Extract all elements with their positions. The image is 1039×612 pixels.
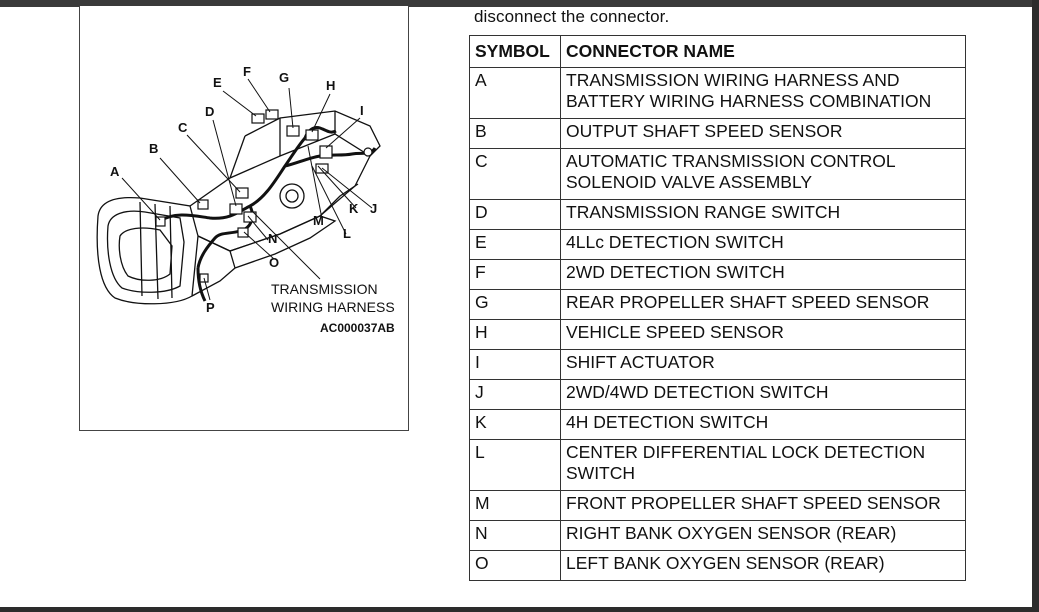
harness-caption-line1: TRANSMISSION xyxy=(271,281,378,297)
symbol-cell: E xyxy=(469,229,561,260)
connector-name-cell: 2WD DETECTION SWITCH xyxy=(560,259,966,290)
table-header-row: SYMBOL CONNECTOR NAME xyxy=(469,35,966,68)
symbol-cell: I xyxy=(469,349,561,380)
transmission-body xyxy=(96,110,381,305)
callout-B: B xyxy=(149,141,158,156)
window-bottom-edge xyxy=(0,607,1039,612)
table-row: H VEHICLE SPEED SENSOR xyxy=(469,319,966,350)
table-row: A TRANSMISSION WIRING HARNESS AND BATTER… xyxy=(469,67,966,119)
window-top-edge xyxy=(0,0,1039,7)
transmission-illustration: A B C D E F G H I J K L M N O P TRANSMIS… xyxy=(96,64,395,335)
connector-table: SYMBOL CONNECTOR NAME A TRANSMISSION WIR… xyxy=(469,35,966,581)
callout-F: F xyxy=(243,64,251,79)
callout-H: H xyxy=(326,78,335,93)
symbol-cell: O xyxy=(469,550,561,581)
symbol-cell: L xyxy=(469,439,561,491)
callout-L: L xyxy=(343,226,351,241)
intro-text: disconnect the connector. xyxy=(474,7,670,26)
callout-M: M xyxy=(313,213,324,228)
table-row: E 4LLc DETECTION SWITCH xyxy=(469,229,966,260)
connector-name-cell: REAR PROPELLER SHAFT SPEED SENSOR xyxy=(560,289,966,320)
symbol-cell: B xyxy=(469,118,561,149)
symbol-cell: H xyxy=(469,319,561,350)
table-row: M FRONT PROPELLER SHAFT SPEED SENSOR xyxy=(469,490,966,521)
connector-name-cell: FRONT PROPELLER SHAFT SPEED SENSOR xyxy=(560,490,966,521)
connector-name-cell: TRANSMISSION RANGE SWITCH xyxy=(560,199,966,230)
window-right-edge xyxy=(1032,0,1039,612)
table-row: B OUTPUT SHAFT SPEED SENSOR xyxy=(469,118,966,149)
table-row: J 2WD/4WD DETECTION SWITCH xyxy=(469,379,966,410)
symbol-cell: K xyxy=(469,409,561,440)
table-row: K 4H DETECTION SWITCH xyxy=(469,409,966,440)
table-row: D TRANSMISSION RANGE SWITCH xyxy=(469,199,966,230)
symbol-cell: M xyxy=(469,490,561,521)
callout-C: C xyxy=(178,120,188,135)
table-row: I SHIFT ACTUATOR xyxy=(469,349,966,380)
connector-name-cell: 4H DETECTION SWITCH xyxy=(560,409,966,440)
figure-code: AC000037AB xyxy=(320,321,395,335)
table-row: G REAR PROPELLER SHAFT SPEED SENSOR xyxy=(469,289,966,320)
symbol-cell: F xyxy=(469,259,561,290)
wiring-harness xyxy=(159,126,377,302)
symbol-cell: D xyxy=(469,199,561,230)
symbol-cell: N xyxy=(469,520,561,551)
connector-name-cell: SHIFT ACTUATOR xyxy=(560,349,966,380)
table-row: C AUTOMATIC TRANSMISSION CONTROL SOLENOI… xyxy=(469,148,966,200)
connector-name-cell: LEFT BANK OXYGEN SENSOR (REAR) xyxy=(560,550,966,581)
callout-O: O xyxy=(269,255,279,270)
callout-labels: A B C D E F G H I J K L M N O P TRANSMIS… xyxy=(110,64,395,335)
callout-K: K xyxy=(349,201,359,216)
callout-D: D xyxy=(205,104,214,119)
table-row: O LEFT BANK OXYGEN SENSOR (REAR) xyxy=(469,550,966,581)
callout-E: E xyxy=(213,75,222,90)
connector-name-column-header: CONNECTOR NAME xyxy=(560,35,966,68)
callout-P: P xyxy=(206,300,215,315)
connector-name-cell: TRANSMISSION WIRING HARNESS AND BATTERY … xyxy=(560,67,966,119)
callout-N: N xyxy=(268,231,277,246)
connector-name-cell: RIGHT BANK OXYGEN SENSOR (REAR) xyxy=(560,520,966,551)
callout-J: J xyxy=(370,201,377,216)
table-row: N RIGHT BANK OXYGEN SENSOR (REAR) xyxy=(469,520,966,551)
transmission-figure: A B C D E F G H I J K L M N O P TRANSMIS… xyxy=(79,6,409,431)
symbol-cell: A xyxy=(469,67,561,119)
callout-A: A xyxy=(110,164,120,179)
symbol-cell: J xyxy=(469,379,561,410)
connector-name-cell: VEHICLE SPEED SENSOR xyxy=(560,319,966,350)
symbol-column-header: SYMBOL xyxy=(469,35,561,68)
callout-G: G xyxy=(279,70,289,85)
connector-name-cell: CENTER DIFFERENTIAL LOCK DETECTION SWITC… xyxy=(560,439,966,491)
table-row: L CENTER DIFFERENTIAL LOCK DETECTION SWI… xyxy=(469,439,966,491)
symbol-cell: C xyxy=(469,148,561,200)
harness-caption-line2: WIRING HARNESS xyxy=(271,299,395,315)
leader-lines xyxy=(121,78,373,301)
connector-name-cell: 2WD/4WD DETECTION SWITCH xyxy=(560,379,966,410)
connector-name-cell: 4LLc DETECTION SWITCH xyxy=(560,229,966,260)
callout-I: I xyxy=(360,103,364,118)
symbol-cell: G xyxy=(469,289,561,320)
connector-name-cell: OUTPUT SHAFT SPEED SENSOR xyxy=(560,118,966,149)
connector-name-cell: AUTOMATIC TRANSMISSION CONTROL SOLENOID … xyxy=(560,148,966,200)
table-row: F 2WD DETECTION SWITCH xyxy=(469,259,966,290)
